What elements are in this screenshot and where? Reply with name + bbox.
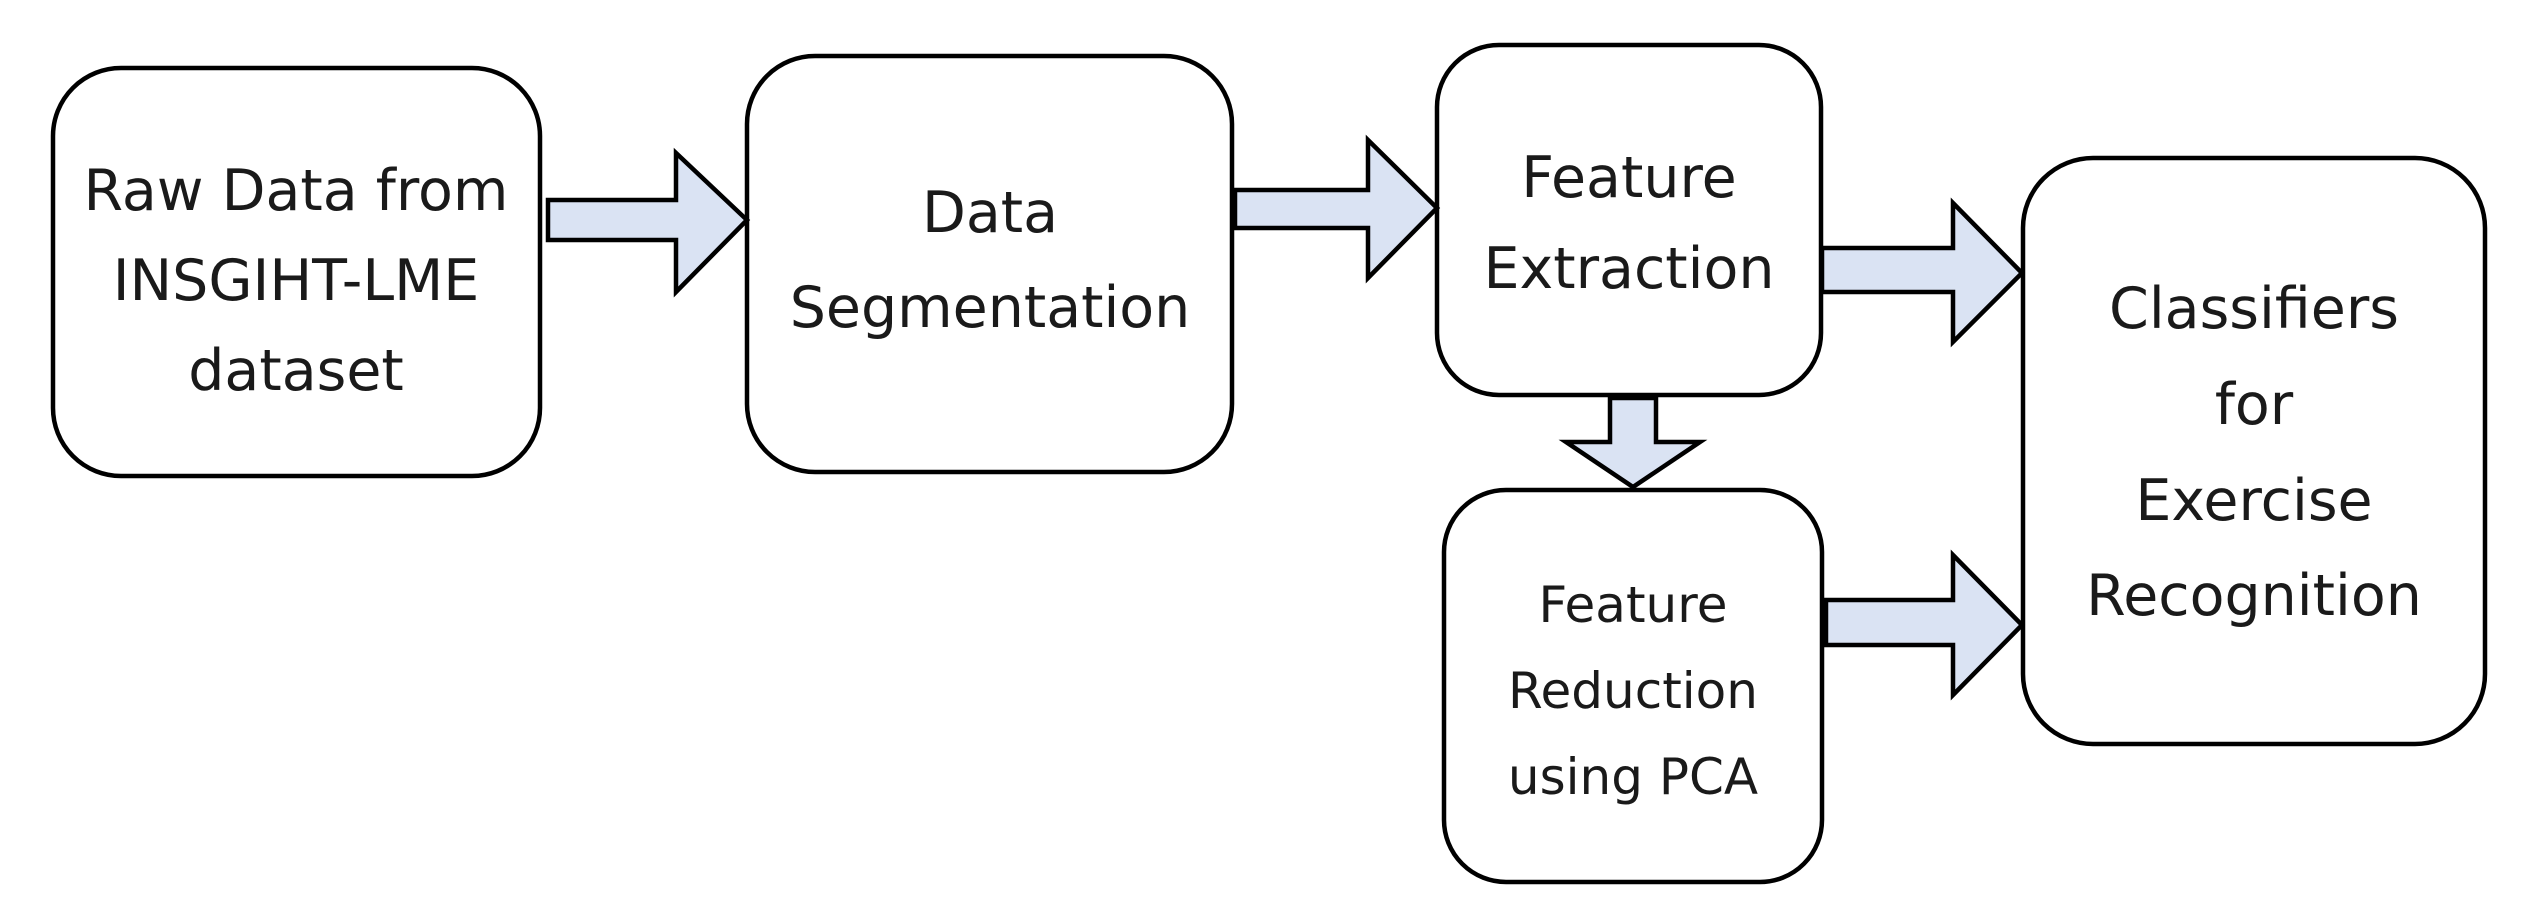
node-raw-data-line-2: INSGIHT-LME <box>113 248 480 314</box>
node-classifiers-line-3: Exercise <box>2135 468 2372 534</box>
node-feature-reduction-line-3: using PCA <box>1508 748 1758 806</box>
node-feature-reduction-line-2: Reduction <box>1508 662 1758 720</box>
node-feature-reduction: Feature Reduction using PCA <box>1441 487 1825 885</box>
node-feature-extraction-line-1: Feature <box>1521 145 1736 211</box>
arrow-feature-reduction-to-classifiers <box>1823 549 2026 701</box>
node-raw-data: Raw Data from INSGIHT-LME dataset <box>50 65 543 479</box>
node-classifiers-line-4: Recognition <box>2086 563 2422 629</box>
node-raw-data-line-1: Raw Data from <box>84 158 509 224</box>
node-data-segmentation-line-1: Data <box>922 180 1058 246</box>
arrow-feature-extraction-to-feature-reduction <box>1558 395 1708 490</box>
arrow-segmentation-to-feature-extraction <box>1232 134 1441 284</box>
node-feature-extraction: Feature Extraction <box>1434 42 1824 398</box>
arrow-feature-extraction-to-classifiers <box>1819 197 2026 348</box>
node-data-segmentation-line-2: Segmentation <box>790 275 1191 341</box>
node-data-segmentation: Data Segmentation <box>744 53 1235 475</box>
arrow-raw-data-to-segmentation <box>545 147 751 298</box>
node-classifiers-line-2: for <box>2215 372 2294 438</box>
node-feature-extraction-line-2: Extraction <box>1484 236 1775 302</box>
node-raw-data-line-3: dataset <box>188 338 404 404</box>
node-classifiers: Classifiers for Exercise Recognition <box>2020 155 2488 747</box>
node-classifiers-line-1: Classifiers <box>2109 276 2399 342</box>
node-feature-reduction-line-1: Feature <box>1539 576 1728 634</box>
